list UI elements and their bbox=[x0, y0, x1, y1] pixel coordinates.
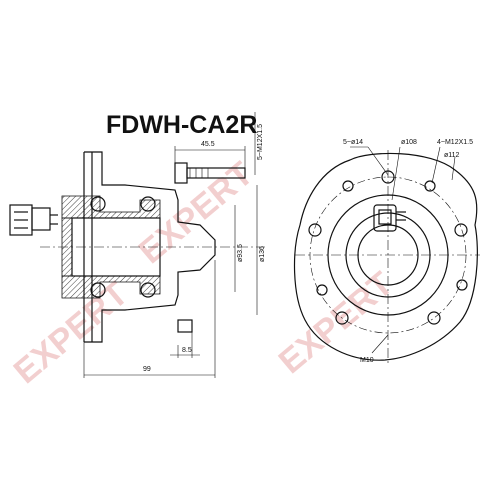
stud-hole bbox=[427, 311, 441, 325]
dim-label-stud-holes: 5~ø14 bbox=[343, 139, 363, 146]
bearing-ball bbox=[90, 282, 106, 298]
abs-sensor-connector bbox=[9, 204, 58, 236]
part-number-title: FDWH-CA2R bbox=[106, 111, 257, 139]
stud-hole bbox=[454, 223, 468, 237]
stud-hole bbox=[381, 170, 395, 184]
bearing-ball bbox=[140, 282, 156, 298]
dim-label-inner-dia: ø93.5 bbox=[237, 244, 244, 262]
hub-outline-lower bbox=[84, 247, 216, 343]
bearing-housing-upper bbox=[61, 195, 161, 219]
hub-outline-upper bbox=[84, 151, 216, 247]
dim-label-center-thread: M10 bbox=[360, 357, 374, 364]
flange-outline bbox=[293, 152, 478, 361]
dim-label-pcd: ø108 bbox=[401, 139, 417, 146]
dim-label-stud-thread: 5~M12X1.5 bbox=[257, 124, 264, 160]
stud-hole bbox=[335, 311, 349, 325]
side-section-view: 45.5 5~M12X1.5 ø93.5 ø136 8.5 99 bbox=[9, 112, 266, 378]
front-view: 5~ø14 ø108 4~M12X1.5 ø112 M10 bbox=[293, 139, 480, 365]
bearing-ball bbox=[90, 196, 106, 212]
threaded-hole bbox=[456, 279, 468, 291]
dim-label-flange-thickness: 8.5 bbox=[182, 347, 192, 354]
wheel-stud bbox=[174, 162, 246, 184]
stud-hole bbox=[308, 223, 322, 237]
dim-label-outer-dia: ø136 bbox=[259, 246, 266, 262]
bearing-housing-lower bbox=[61, 275, 161, 299]
abs-sensor-front bbox=[373, 204, 406, 232]
dim-label-45-5: 45.5 bbox=[201, 141, 215, 148]
dim-label-bolt-circle: ø112 bbox=[444, 152, 460, 159]
mounting-boss bbox=[177, 319, 193, 333]
dim-label-total-length: 99 bbox=[143, 366, 151, 373]
hub-bore bbox=[71, 217, 161, 277]
bearing-ball bbox=[140, 196, 156, 212]
threaded-hole bbox=[316, 284, 328, 296]
dim-label-threads: 4~M12X1.5 bbox=[437, 139, 473, 146]
watermark-text: EXPERT bbox=[272, 265, 401, 382]
inner-hub-section bbox=[61, 217, 73, 277]
threaded-hole bbox=[424, 180, 436, 192]
threaded-hole bbox=[342, 180, 354, 192]
